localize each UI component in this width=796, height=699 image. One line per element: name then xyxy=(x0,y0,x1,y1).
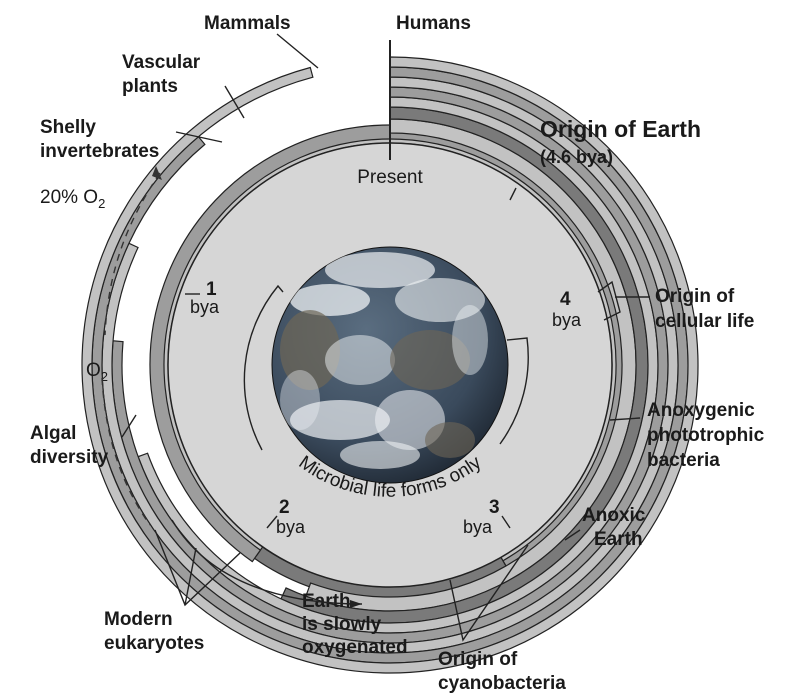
globe-texture-blob xyxy=(390,330,470,390)
cyano-leaders xyxy=(449,544,529,642)
label-anoxy-1: Anoxygenic xyxy=(647,400,755,421)
label-vascular-1: Vascular xyxy=(122,52,201,73)
label-algal-2: diversity xyxy=(30,447,109,468)
label-algal-1: Algal xyxy=(30,423,76,444)
label-earth-ox-3: oxygenated xyxy=(302,637,408,658)
label-cyano-2: cyanobacteria xyxy=(438,673,566,694)
mammals-leader xyxy=(276,33,319,69)
globe-texture-blob xyxy=(425,422,475,458)
label-earth-ox-2: is slowly xyxy=(302,614,382,635)
globe-texture-blob xyxy=(290,284,370,316)
oxygen-arrowhead xyxy=(152,166,162,180)
label-shelly-2: invertebrates xyxy=(40,141,159,162)
label-earth-ox-1: Earth xyxy=(302,591,351,612)
globe-texture-blob xyxy=(280,370,320,430)
globe-texture-blob xyxy=(395,278,485,322)
present-label: Present xyxy=(357,167,423,188)
label-anoxy-3: bacteria xyxy=(647,450,720,471)
label-modern-2: eukaryotes xyxy=(104,633,204,654)
label-shelly-1: Shelly xyxy=(40,117,96,138)
tick-2-number: 2 xyxy=(279,497,290,518)
tick-4-unit: bya xyxy=(552,310,582,330)
globe-texture-blob xyxy=(325,252,435,288)
anoxic-leader xyxy=(564,529,581,541)
globe-texture-blob xyxy=(340,441,420,469)
label-20pct-o2: 20% O2 xyxy=(40,187,105,211)
label-humans: Humans xyxy=(396,13,471,34)
label-cell-1: Origin of xyxy=(655,286,735,307)
algal-leader xyxy=(121,414,137,438)
label-anoxic-2: Earth xyxy=(594,529,643,550)
tick-2-unit: bya xyxy=(276,517,306,537)
tick-mark-2bya xyxy=(266,515,278,529)
globe-texture-blob xyxy=(452,305,488,375)
tick-4-number: 4 xyxy=(560,289,571,310)
earth-ox-leader xyxy=(171,519,362,605)
mammal-band xyxy=(81,56,699,674)
label-anoxy-2: phototrophic xyxy=(647,425,765,446)
tick-1-number: 1 xyxy=(206,279,217,300)
tick-3-number: 3 xyxy=(489,497,500,518)
microbial-bracket xyxy=(243,284,284,451)
earth-ox-arrowhead xyxy=(350,600,362,608)
label-anoxic-1: Anoxic xyxy=(582,505,646,526)
tick-mark-3bya xyxy=(501,515,511,529)
globe-texture-blob xyxy=(325,335,395,385)
origin-of-earth-title: Origin of Earth xyxy=(540,116,701,142)
earth-globe-image xyxy=(271,246,509,484)
shelly-leader xyxy=(175,131,223,143)
tick-1-unit: bya xyxy=(190,297,220,317)
tick-3-unit: bya xyxy=(463,517,493,537)
tick-mark-4bya xyxy=(509,187,517,201)
label-cyano-1: Origin of xyxy=(438,649,518,670)
label-vascular-2: plants xyxy=(122,76,178,97)
vascular-leader xyxy=(224,85,245,119)
globe-texture-blob xyxy=(290,400,390,440)
label-mammals: Mammals xyxy=(204,13,291,34)
label-o2: O2 xyxy=(86,360,108,384)
anoxy-leader xyxy=(609,417,641,421)
oxygen-dashed-arc xyxy=(101,172,161,526)
origin-of-earth-age: (4.6 bya) xyxy=(540,147,613,167)
cellular-life-bracket xyxy=(597,280,650,321)
globe-texture-blob xyxy=(280,310,340,390)
label-modern-1: Modern xyxy=(104,609,173,630)
label-cell-2: cellular life xyxy=(655,311,754,332)
microbial-bracket-right xyxy=(499,337,529,445)
